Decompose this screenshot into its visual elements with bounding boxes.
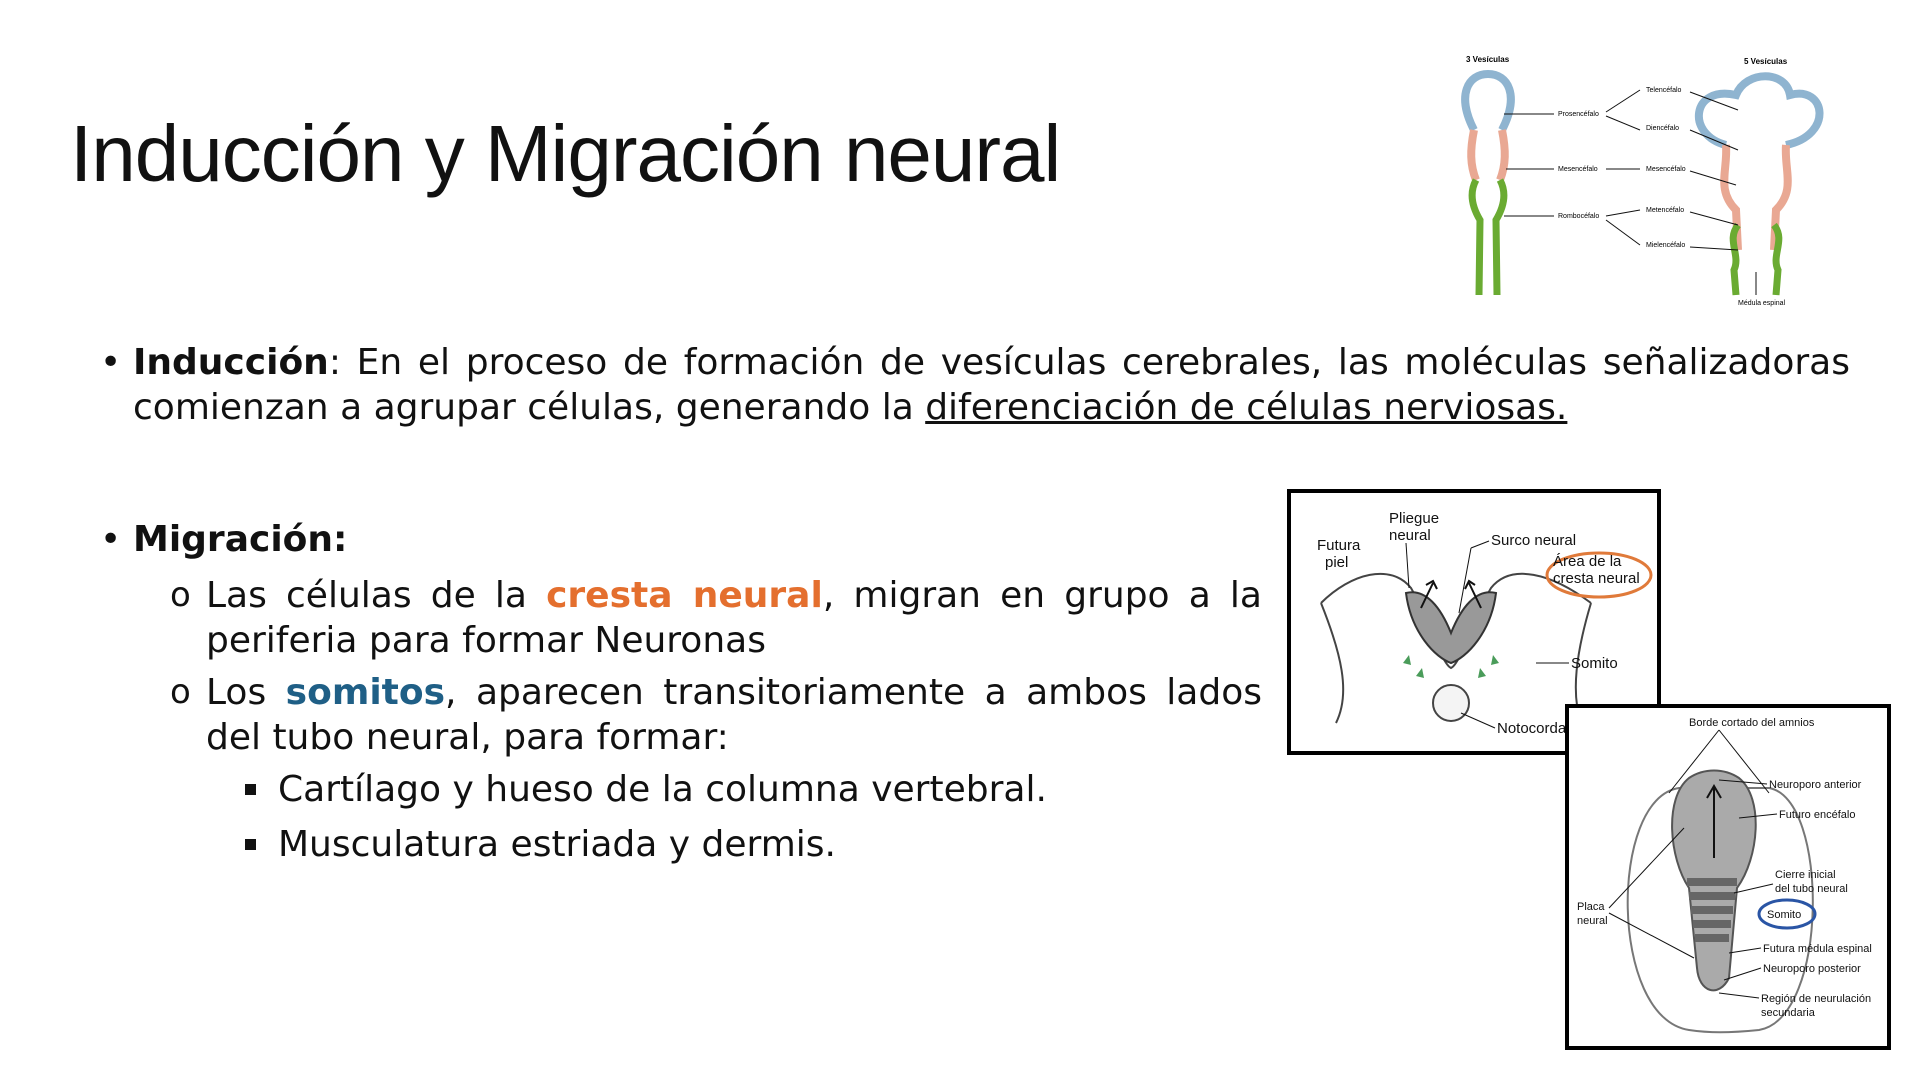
- label-mielencefalo: Mielencéfalo: [1646, 242, 1685, 249]
- label-neural: neural: [1389, 527, 1431, 544]
- migracion-bullet: • Migración:: [100, 517, 1280, 562]
- item-text: Las células de la: [206, 575, 547, 616]
- label-piel: piel: [1325, 554, 1348, 571]
- embryo-figure: Borde cortado del amnios Neuroporo anter…: [1565, 704, 1891, 1050]
- induccion-label: Inducción: [133, 342, 329, 383]
- label-prosencefalo: Prosencéfalo: [1558, 111, 1599, 118]
- induccion-bullet: • Inducción: En el proceso de formación …: [100, 340, 1850, 430]
- label-mesencefalo-left: Mesencéfalo: [1558, 166, 1598, 173]
- bullet-dot: •: [100, 342, 122, 383]
- label-region-neurulacion: Región de neurulación: [1761, 993, 1871, 1005]
- musculatura-item: Musculatura estriada y dermis.: [245, 822, 836, 867]
- label-cresta-neural: cresta neural: [1553, 570, 1640, 587]
- label-somito: Somito: [1767, 909, 1801, 921]
- label-diencefalo: Diencéfalo: [1646, 125, 1679, 132]
- label-somito: Somito: [1571, 655, 1618, 672]
- induccion-text: : En el proceso de formación de vesícula…: [133, 342, 1850, 428]
- induccion-underlined: diferenciación de células nerviosas.: [925, 387, 1568, 428]
- vesicles-figure: 3 Vesículas 5 Vesículas Prosencéfalo Mes…: [1446, 50, 1828, 308]
- musculatura-text: Musculatura estriada y dermis.: [278, 824, 836, 865]
- item-text: , aparecen transitoriamente a ambos lado…: [206, 672, 1262, 758]
- label-futura: Futura: [1317, 537, 1361, 554]
- cresta-neural-highlight: cresta neural: [546, 575, 823, 616]
- label-area: Área de la: [1553, 553, 1622, 570]
- label-metencefalo: Metencéfalo: [1646, 207, 1684, 214]
- label-tubo-neural: del tubo neural: [1775, 883, 1848, 895]
- item-text: Los: [206, 672, 286, 713]
- cresta-neural-item: o Las células de la cresta neural, migra…: [170, 573, 1262, 663]
- label-neuroporo-anterior: Neuroporo anterior: [1769, 779, 1862, 791]
- label-pliegue: Pliegue: [1389, 510, 1439, 527]
- somitos-highlight: somitos: [285, 672, 446, 713]
- label-placa: Placa: [1577, 901, 1605, 913]
- slide-title: Inducción y Migración neural: [70, 109, 1061, 198]
- vesicles-right-title: 5 Vesículas: [1744, 57, 1788, 66]
- cartilago-text: Cartílago y hueso de la columna vertebra…: [278, 769, 1047, 810]
- cartilago-item: Cartílago y hueso de la columna vertebra…: [245, 767, 1047, 812]
- migracion-label: Migración:: [133, 519, 348, 560]
- label-rombocefalo: Rombocéfalo: [1558, 213, 1599, 220]
- sub-bullet-circle: o: [170, 672, 191, 712]
- label-neuroporo-posterior: Neuroporo posterior: [1763, 963, 1861, 975]
- label-surco-neural: Surco neural: [1491, 532, 1576, 549]
- label-borde-cortado: Borde cortado del amnios: [1689, 717, 1815, 729]
- bullet-dot: •: [100, 519, 122, 560]
- vesicles-left-title: 3 Vesículas: [1466, 55, 1510, 64]
- label-medula-espinal: Médula espinal: [1738, 300, 1786, 307]
- somitos-item: o Los somitos, aparecen transitoriamente…: [170, 670, 1262, 760]
- label-futura-medula: Futura médula espinal: [1763, 943, 1872, 955]
- square-bullet: [245, 839, 256, 850]
- label-cierre-inicial: Cierre inicial: [1775, 869, 1836, 881]
- label-secundaria: secundaria: [1761, 1007, 1816, 1019]
- label-placa-neural: neural: [1577, 915, 1608, 927]
- item-text: , migran en grupo a la periferia para fo…: [206, 575, 1262, 661]
- label-notocorda: Notocorda: [1497, 720, 1567, 737]
- neural-fold-figure: Pliegue neural Futura piel Surco neural …: [1287, 489, 1661, 755]
- sub-bullet-circle: o: [170, 575, 191, 615]
- label-mesencefalo-right: Mesencéfalo: [1646, 166, 1686, 173]
- square-bullet: [245, 784, 256, 795]
- label-telencefalo: Telencéfalo: [1646, 87, 1682, 94]
- label-futuro-encefalo: Futuro encéfalo: [1779, 809, 1855, 821]
